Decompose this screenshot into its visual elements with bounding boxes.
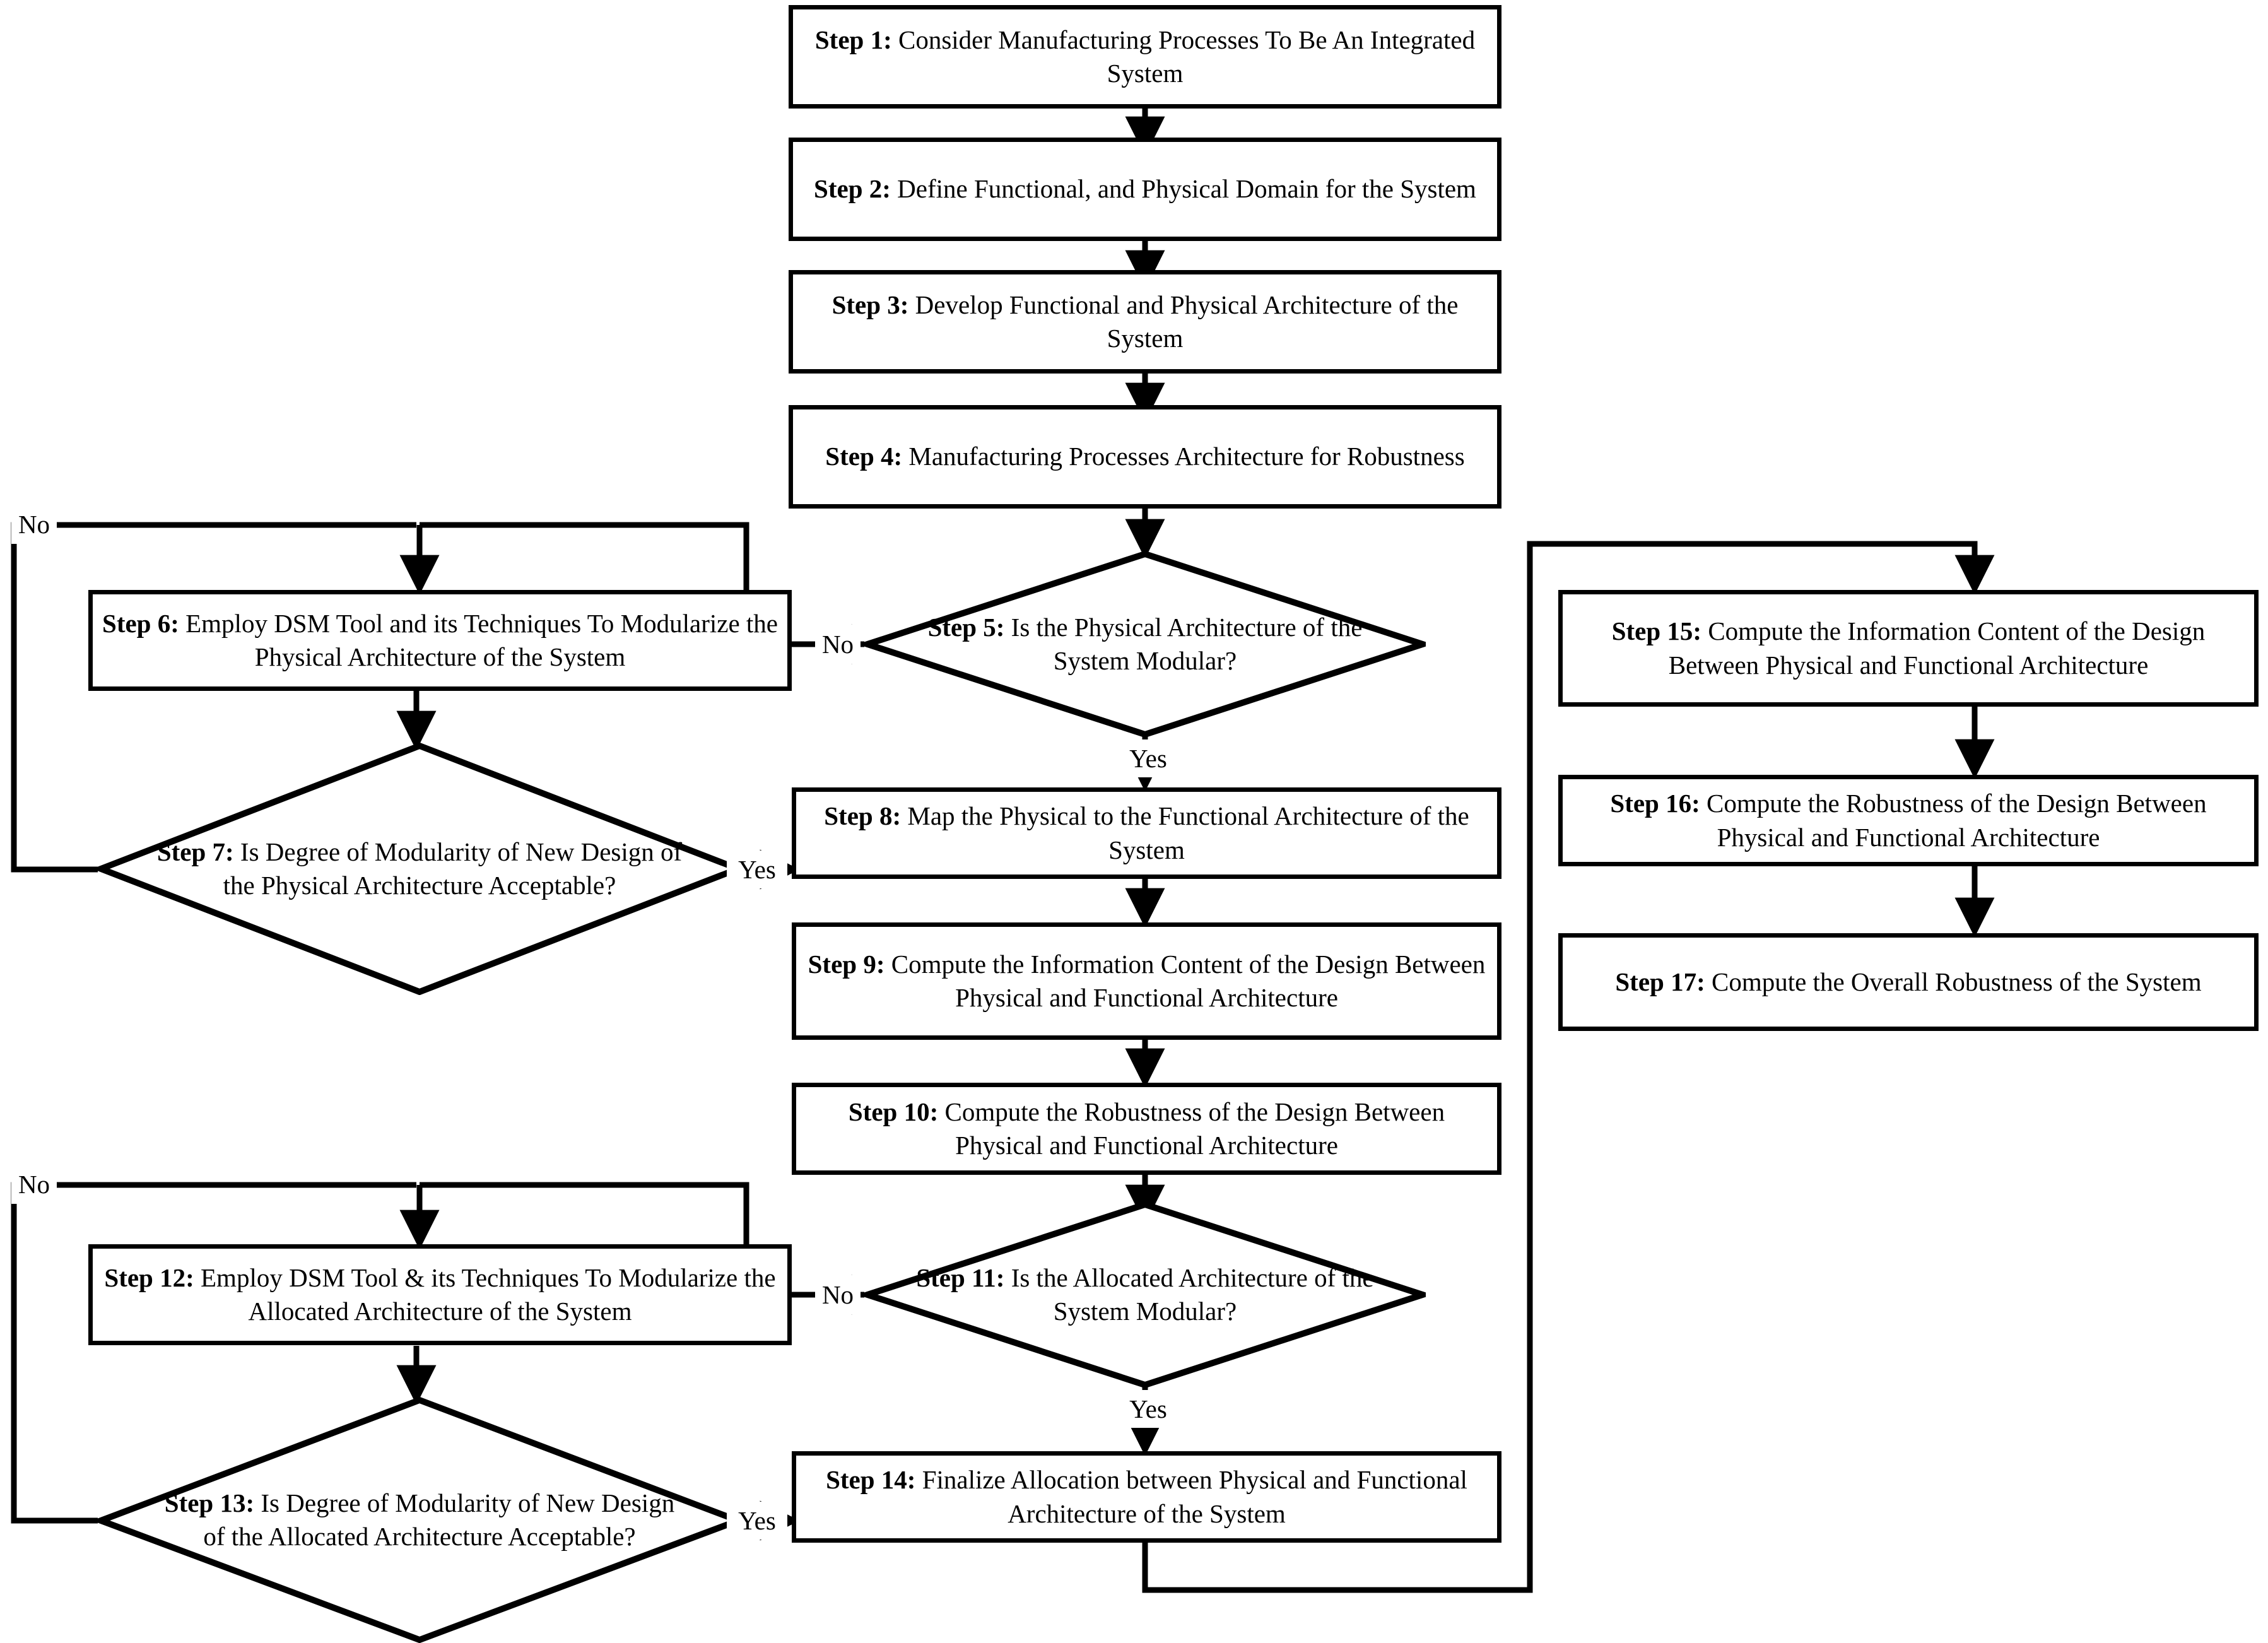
step-5-label: Step 5: (927, 612, 1011, 642)
step-10-label: Step 10: (848, 1097, 945, 1126)
node-step-8[interactable]: Step 8: Map the Physical to the Function… (792, 787, 1501, 879)
node-step-7[interactable]: Step 7: Is Degree of Modularity of New D… (98, 743, 741, 995)
step-14-text: Finalize Allocation between Physical and… (922, 1465, 1467, 1528)
edge-label-s13-no: No (11, 1165, 57, 1204)
step-5-text: Is the Physical Architecture of the Syst… (1011, 612, 1363, 675)
step-15-label: Step 15: (1611, 616, 1708, 646)
wire-s14-down-right (1142, 544, 1533, 1593)
step-11-label: Step 11: (916, 1263, 1011, 1292)
step-8-label: Step 8: (824, 801, 908, 831)
node-step-14[interactable]: Step 14: Finalize Allocation between Phy… (792, 1451, 1501, 1543)
node-step-2[interactable]: Step 2: Define Functional, and Physical … (789, 138, 1501, 241)
wire-s13-no-loop (11, 1182, 416, 1524)
node-step-17[interactable]: Step 17: Compute the Overall Robustness … (1558, 933, 2259, 1031)
node-step-13[interactable]: Step 13: Is Degree of Modularity of New … (98, 1397, 741, 1643)
node-step-3[interactable]: Step 3: Develop Functional and Physical … (789, 270, 1501, 374)
decision-shape-13 (98, 1397, 741, 1643)
step-16-text: Compute the Robustness of the Design Bet… (1707, 789, 2207, 852)
node-step-6[interactable]: Step 6: Employ DSM Tool and its Techniqu… (88, 590, 792, 691)
node-step-16[interactable]: Step 16: Compute the Robustness of the D… (1558, 775, 2259, 866)
edge-label-s5-yes: Yes (1118, 739, 1178, 777)
step-15-text: Compute the Information Content of the D… (1668, 616, 2206, 680)
node-step-11[interactable]: Step 11: Is the Allocated Architecture o… (864, 1201, 1426, 1388)
step-14-label: Step 14: (826, 1465, 922, 1495)
edge-s14-to-s15 (1527, 541, 1995, 595)
step-13-text: Is Degree of Modularity of New Design of… (203, 1488, 675, 1551)
step-7-label: Step 7: (156, 837, 240, 866)
step-2-text: Define Functional, and Physical Domain f… (897, 174, 1476, 204)
node-step-4[interactable]: Step 4: Manufacturing Processes Architec… (789, 405, 1501, 509)
step-4-text: Manufacturing Processes Architecture for… (908, 442, 1465, 471)
edge-label-s7-yes: Yes (727, 851, 787, 888)
step-3-label: Step 3: (831, 290, 915, 319)
decision-shape-7 (98, 743, 741, 995)
step-1-text: Consider Manufacturing Processes To Be A… (898, 25, 1476, 88)
edge-label-s13-yes: Yes (727, 1502, 787, 1540)
step-16-label: Step 16: (1610, 789, 1707, 818)
step-2-label: Step 2: (814, 174, 898, 204)
node-step-9[interactable]: Step 9: Compute the Information Content … (792, 922, 1501, 1040)
step-8-text: Map the Physical to the Functional Archi… (907, 801, 1469, 864)
step-17-label: Step 17: (1615, 967, 1712, 996)
wire-s7-no-loop (11, 522, 416, 873)
step-11-text: Is the Allocated Architecture of the Sys… (1011, 1263, 1374, 1326)
decision-shape-11 (864, 1201, 1426, 1388)
step-17-text: Compute the Overall Robustness of the Sy… (1711, 967, 2202, 996)
step-13-label: Step 13: (164, 1488, 261, 1517)
node-step-5[interactable]: Step 5: Is the Physical Architecture of … (864, 551, 1426, 738)
step-7-text: Is Degree of Modularity of New Design of… (223, 837, 683, 900)
decision-shape-5 (864, 551, 1426, 738)
step-9-label: Step 9: (808, 949, 891, 979)
node-step-10[interactable]: Step 10: Compute the Robustness of the D… (792, 1083, 1501, 1175)
step-3-text: Develop Functional and Physical Architec… (915, 290, 1459, 353)
node-step-1[interactable]: Step 1: Consider Manufacturing Processes… (789, 5, 1501, 109)
step-1-label: Step 1: (814, 25, 898, 54)
edge-label-s5-no: No (815, 625, 861, 664)
edge-label-s7-no: No (11, 505, 57, 544)
step-12-text: Employ DSM Tool & its Techniques To Modu… (201, 1263, 776, 1326)
node-step-12[interactable]: Step 12: Employ DSM Tool & its Technique… (88, 1244, 792, 1345)
edge-label-s11-no: No (815, 1275, 861, 1314)
step-9-text: Compute the Information Content of the D… (891, 949, 1486, 1012)
step-6-label: Step 6: (102, 608, 186, 638)
edge-label-s11-yes: Yes (1118, 1390, 1178, 1428)
step-4-label: Step 4: (825, 442, 909, 471)
step-12-label: Step 12: (104, 1263, 201, 1292)
step-10-text: Compute the Robustness of the Design Bet… (944, 1097, 1445, 1160)
step-6-text: Employ DSM Tool and its Techniques To Mo… (185, 608, 778, 671)
node-step-15[interactable]: Step 15: Compute the Information Content… (1558, 590, 2259, 707)
